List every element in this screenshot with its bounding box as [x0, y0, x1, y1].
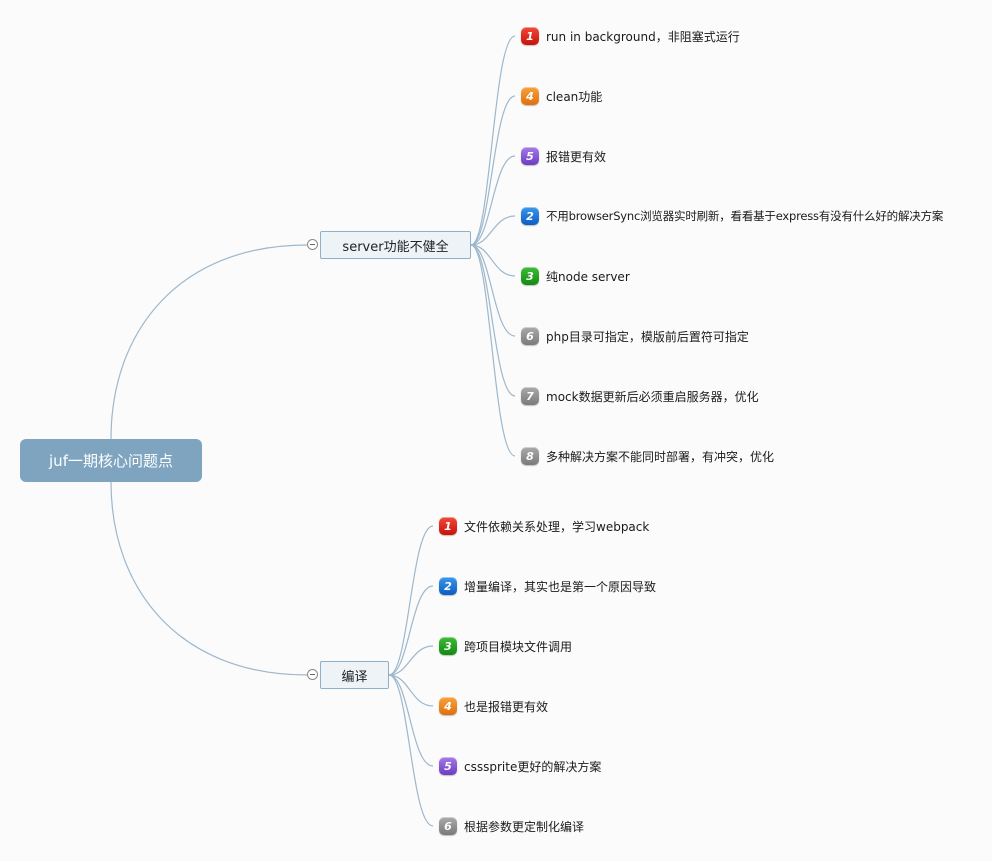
list-item[interactable]: 7 mock数据更新后必须重启服务器，优化 [521, 386, 759, 406]
collapse-toggle-compile[interactable] [307, 669, 318, 680]
list-item[interactable]: 5 报错更有效 [521, 146, 606, 166]
leaf-connector [388, 674, 434, 707]
priority-7-icon: 7 [521, 387, 539, 405]
leaf-connector [388, 585, 434, 676]
leaf-connector [470, 244, 516, 397]
list-item[interactable]: 2 增量编译，其实也是第一个原因导致 [439, 576, 656, 596]
priority-6-icon: 6 [439, 817, 457, 835]
leaf-connector [388, 645, 434, 676]
leaf-connector [470, 215, 516, 246]
list-item-label: mock数据更新后必须重启服务器，优化 [546, 389, 759, 404]
priority-4-icon: 4 [439, 697, 457, 715]
list-item-label: php目录可指定，模版前后置符可指定 [546, 329, 749, 344]
list-item-label: 不用browserSync浏览器实时刷新，看看基于express有没有什么好的解… [546, 209, 944, 223]
branch-topic-compile[interactable]: 编译 [320, 661, 389, 689]
priority-1-icon: 1 [521, 27, 539, 45]
leaf-connector [470, 244, 516, 337]
list-item[interactable]: 5 csssprite更好的解决方案 [439, 756, 601, 776]
priority-4-icon: 4 [521, 87, 539, 105]
priority-5-icon: 5 [439, 757, 457, 775]
list-item[interactable]: 1 run in background，非阻塞式运行 [521, 26, 740, 46]
leaf-connector [470, 95, 516, 246]
list-item[interactable]: 4 也是报错更有效 [439, 696, 548, 716]
root-topic[interactable]: juf一期核心问题点 [20, 439, 202, 482]
root-connector-server [110, 244, 308, 440]
priority-5-icon: 5 [521, 147, 539, 165]
list-item[interactable]: 3 纯node server [521, 266, 630, 286]
branch-topic-server-label: server功能不健全 [342, 239, 449, 255]
leaf-connector [388, 674, 434, 767]
list-item[interactable]: 3 跨项目模块文件调用 [439, 636, 572, 656]
root-topic-label: juf一期核心问题点 [49, 452, 173, 470]
list-item-label: 文件依赖关系处理，学习webpack [464, 519, 650, 534]
list-item-label: clean功能 [546, 89, 603, 104]
list-item[interactable]: 6 php目录可指定，模版前后置符可指定 [521, 326, 749, 346]
list-item-label: 纯node server [546, 269, 630, 284]
branch-topic-compile-label: 编译 [341, 669, 368, 685]
list-item[interactable]: 6 根据参数更定制化编译 [439, 816, 584, 836]
leaf-connector [470, 244, 516, 457]
list-item-label: 也是报错更有效 [464, 699, 549, 714]
list-item-label: 报错更有效 [546, 149, 607, 164]
priority-3-icon: 3 [439, 637, 457, 655]
leaf-connector [470, 244, 516, 277]
list-item[interactable]: 8 多种解决方案不能同时部署，有冲突，优化 [521, 446, 774, 466]
leaf-connector [388, 525, 434, 676]
priority-6-icon: 6 [521, 327, 539, 345]
priority-8-icon: 8 [521, 447, 539, 465]
list-item-label: run in background，非阻塞式运行 [546, 29, 740, 44]
list-item-label: 多种解决方案不能同时部署，有冲突，优化 [546, 449, 775, 464]
root-connector-compile [110, 481, 308, 676]
priority-2-icon: 2 [439, 577, 457, 595]
list-item-label: 增量编译，其实也是第一个原因导致 [464, 579, 657, 594]
priority-3-icon: 3 [521, 267, 539, 285]
priority-2-icon: 2 [521, 207, 539, 225]
priority-1-icon: 1 [439, 517, 457, 535]
leaf-connector [388, 674, 434, 827]
list-item[interactable]: 1 文件依赖关系处理，学习webpack [439, 516, 649, 536]
list-item-label: csssprite更好的解决方案 [464, 759, 602, 774]
branch-topic-server[interactable]: server功能不健全 [320, 231, 471, 259]
leaf-connector [470, 35, 516, 246]
list-item[interactable]: 4 clean功能 [521, 86, 602, 106]
list-item-label: 根据参数更定制化编译 [464, 819, 585, 834]
list-item-label: 跨项目模块文件调用 [464, 639, 573, 654]
list-item[interactable]: 2 不用browserSync浏览器实时刷新，看看基于express有没有什么好… [521, 206, 943, 226]
leaf-connector [470, 155, 516, 246]
collapse-toggle-server[interactable] [307, 239, 318, 250]
